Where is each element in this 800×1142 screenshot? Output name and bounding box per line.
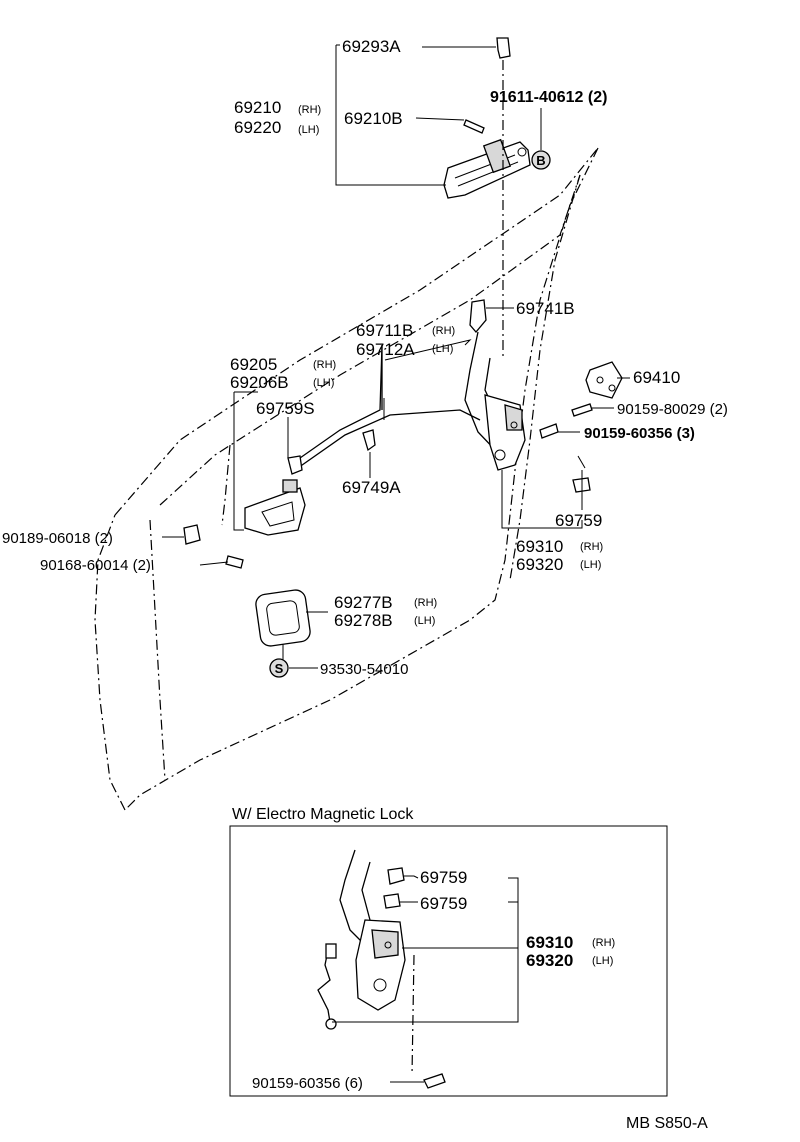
label-69310: 69310: [516, 537, 563, 556]
label-69711b: 69711B: [356, 321, 413, 340]
inset-clip-b: [383, 893, 401, 909]
label-69749a: 69749A: [342, 478, 401, 497]
label-69320: 69320: [516, 555, 563, 574]
svg-text:(LH): (LH): [298, 124, 319, 136]
svg-text:(RH): (RH): [432, 325, 455, 337]
circle-marker-s: S: [269, 658, 289, 678]
clip-90189: [183, 524, 201, 545]
clip-69293a: [496, 37, 511, 59]
label-69220: 69220: [234, 118, 281, 137]
label-69206b: 69206B: [230, 373, 289, 392]
svg-text:(LH): (LH): [414, 615, 435, 627]
door-outline: [94, 147, 599, 811]
label-69293a: 69293A: [342, 37, 401, 56]
inset-dash-line: [411, 954, 415, 1076]
label-69277b: 69277B: [334, 593, 393, 612]
svg-text:(RH): (RH): [298, 104, 321, 116]
label-69759s: 69759S: [256, 399, 315, 418]
inset-label-90159: 90159-60356 (6): [252, 1075, 363, 1092]
clip-69759s: [287, 455, 303, 475]
label-69205: 69205: [230, 355, 277, 374]
label-69210b: 69210B: [344, 109, 403, 128]
label-93530: 93530-54010: [320, 661, 408, 678]
label-91611: 91611-40612 (2): [490, 89, 607, 106]
lock-rods: [289, 344, 481, 471]
inset-electro-magnetic-lock: W/ Electro Magnetic Lock: [229, 806, 668, 1097]
svg-text:(LH): (LH): [432, 343, 453, 355]
screw-90159-60356: [539, 423, 559, 439]
door-lock-assembly: [464, 331, 526, 471]
labels: 69293A 69210 (RH) 69220 (LH) 69210B 9161…: [2, 37, 728, 678]
label-69210: 69210: [234, 98, 281, 117]
striker-69410: [585, 361, 623, 399]
label-90159-80029: 90159-80029 (2): [617, 401, 728, 418]
label-90159-60356: 90159-60356 (3): [584, 425, 695, 442]
inside-handle-frame: [244, 479, 306, 536]
circle-marker-b: B: [531, 150, 551, 170]
diagram-code: MB S850-A: [626, 1115, 708, 1132]
inset-label-69759-a: 69759: [420, 868, 467, 887]
inset-label-69759-b: 69759: [420, 894, 467, 913]
leader-lines: [162, 44, 630, 669]
svg-text:(LH): (LH): [313, 377, 334, 389]
outside-handle: [443, 138, 531, 199]
svg-text:(RH): (RH): [592, 937, 615, 949]
svg-text:(RH): (RH): [313, 359, 336, 371]
clip-69749a: [362, 429, 376, 452]
label-90189: 90189-06018 (2): [2, 530, 113, 547]
screw-69210b: [463, 119, 485, 134]
label-69741b: 69741B: [516, 299, 575, 318]
label-69759: 69759: [555, 511, 602, 530]
svg-text:(RH): (RH): [414, 597, 437, 609]
label-69712a: 69712A: [356, 340, 415, 359]
inset-label-69310: 69310: [526, 933, 573, 952]
label-69278b: 69278B: [334, 611, 393, 630]
inset-label-69320: 69320: [526, 951, 573, 970]
inside-handle-bezel: [255, 589, 311, 647]
label-69410: 69410: [633, 368, 680, 387]
svg-text:S: S: [275, 661, 284, 676]
label-90168: 90168-60014 (2): [40, 557, 151, 574]
inset-title: W/ Electro Magnetic Lock: [232, 806, 414, 823]
svg-text:(LH): (LH): [592, 955, 613, 967]
screw-90168: [225, 555, 244, 569]
inset-lock-assembly: [317, 849, 406, 1030]
inset-clip-a: [387, 867, 405, 885]
inset-screw: [423, 1073, 446, 1089]
svg-text:(RH): (RH): [580, 541, 603, 553]
svg-text:B: B: [536, 153, 545, 168]
clip-69741b: [469, 299, 487, 334]
screw-90159-80029: [571, 403, 593, 417]
svg-text:(LH): (LH): [580, 559, 601, 571]
